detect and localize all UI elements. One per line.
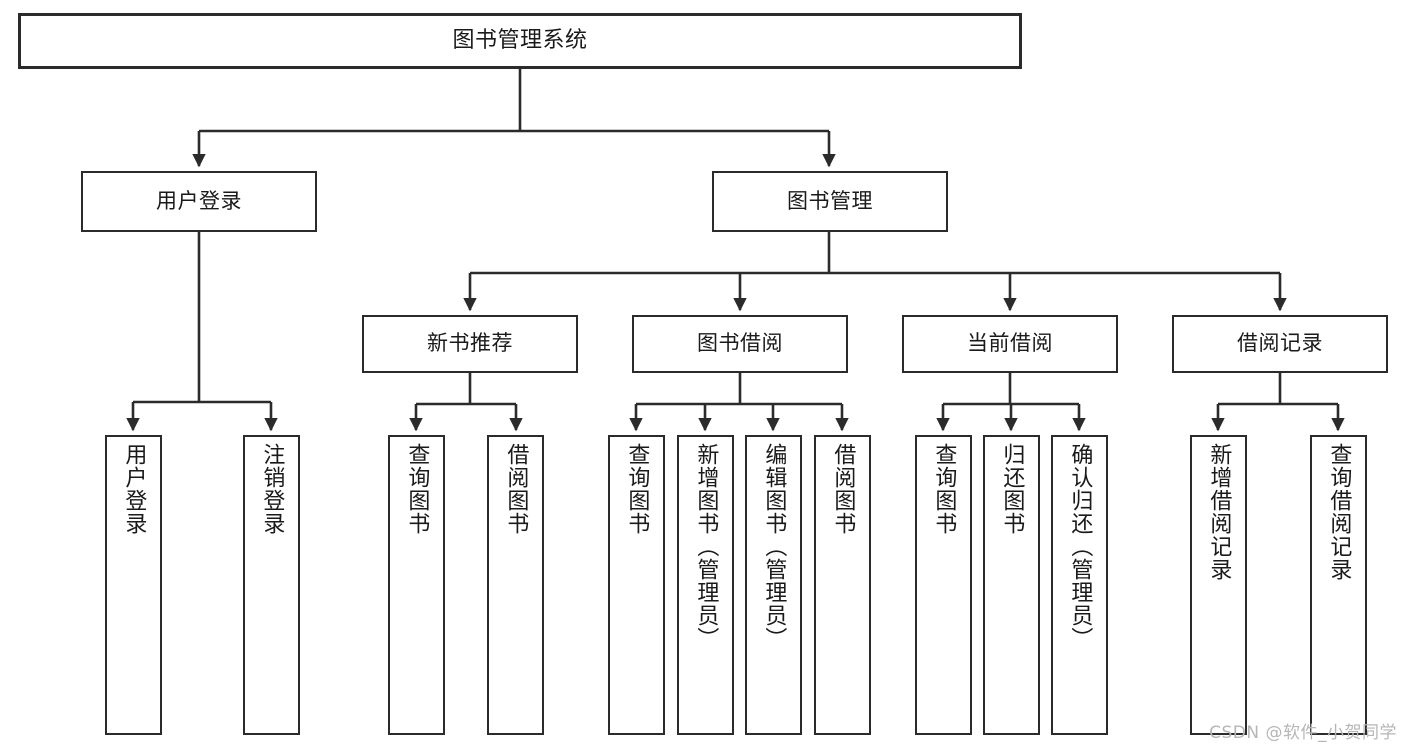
- node-leaf-add-record-label: 新增借阅记录: [1206, 443, 1232, 581]
- node-leaf-add-book[interactable]: 新增图书（管理员）: [677, 435, 734, 735]
- node-book-borrow-label: 图书借阅: [697, 331, 783, 356]
- node-leaf-user-logout-label: 注销登录: [259, 443, 285, 535]
- node-user-login-label: 用户登录: [156, 188, 242, 213]
- node-new-book-recommend[interactable]: 新书推荐: [362, 315, 578, 373]
- node-root[interactable]: 图书管理系统: [18, 13, 1022, 69]
- node-leaf-query-record[interactable]: 查询借阅记录: [1310, 435, 1367, 735]
- node-book-manage[interactable]: 图书管理: [712, 171, 948, 232]
- node-book-borrow[interactable]: 图书借阅: [632, 315, 848, 373]
- node-leaf-edit-book-label: 编辑图书（管理员）: [761, 443, 787, 650]
- node-borrow-record[interactable]: 借阅记录: [1172, 315, 1388, 373]
- node-leaf-user-login-label: 用户登录: [121, 443, 147, 535]
- node-leaf-confirm-return-label: 确认归还（管理员）: [1067, 443, 1093, 650]
- node-leaf-edit-book[interactable]: 编辑图书（管理员）: [745, 435, 802, 735]
- node-current-borrow[interactable]: 当前借阅: [902, 315, 1118, 373]
- node-leaf-user-login[interactable]: 用户登录: [105, 435, 162, 735]
- node-leaf-query-book-2-label: 查询图书: [624, 443, 650, 535]
- node-leaf-borrow-book-1[interactable]: 借阅图书: [487, 435, 544, 735]
- node-leaf-borrow-book-2-label: 借阅图书: [830, 443, 856, 535]
- node-leaf-query-book-1[interactable]: 查询图书: [388, 435, 445, 735]
- node-leaf-return-book-label: 归还图书: [999, 443, 1025, 535]
- watermark: CSDN @软件_小贺同学: [1209, 723, 1397, 743]
- node-user-login[interactable]: 用户登录: [81, 171, 317, 232]
- node-leaf-user-logout[interactable]: 注销登录: [243, 435, 300, 735]
- node-current-borrow-label: 当前借阅: [967, 331, 1053, 356]
- node-book-manage-label: 图书管理: [787, 188, 873, 213]
- node-leaf-return-book[interactable]: 归还图书: [983, 435, 1040, 735]
- node-root-label: 图书管理系统: [452, 27, 588, 53]
- node-leaf-query-book-1-label: 查询图书: [404, 443, 430, 535]
- node-leaf-query-book-3-label: 查询图书: [931, 443, 957, 535]
- node-leaf-borrow-book-1-label: 借阅图书: [503, 443, 529, 535]
- node-leaf-add-record[interactable]: 新增借阅记录: [1190, 435, 1247, 735]
- node-leaf-query-record-label: 查询借阅记录: [1326, 443, 1352, 581]
- node-leaf-add-book-label: 新增图书（管理员）: [693, 443, 719, 650]
- node-leaf-query-book-2[interactable]: 查询图书: [608, 435, 665, 735]
- node-new-book-recommend-label: 新书推荐: [427, 331, 513, 356]
- node-leaf-borrow-book-2[interactable]: 借阅图书: [814, 435, 871, 735]
- node-leaf-confirm-return[interactable]: 确认归还（管理员）: [1051, 435, 1108, 735]
- node-borrow-record-label: 借阅记录: [1237, 331, 1323, 356]
- node-leaf-query-book-3[interactable]: 查询图书: [915, 435, 972, 735]
